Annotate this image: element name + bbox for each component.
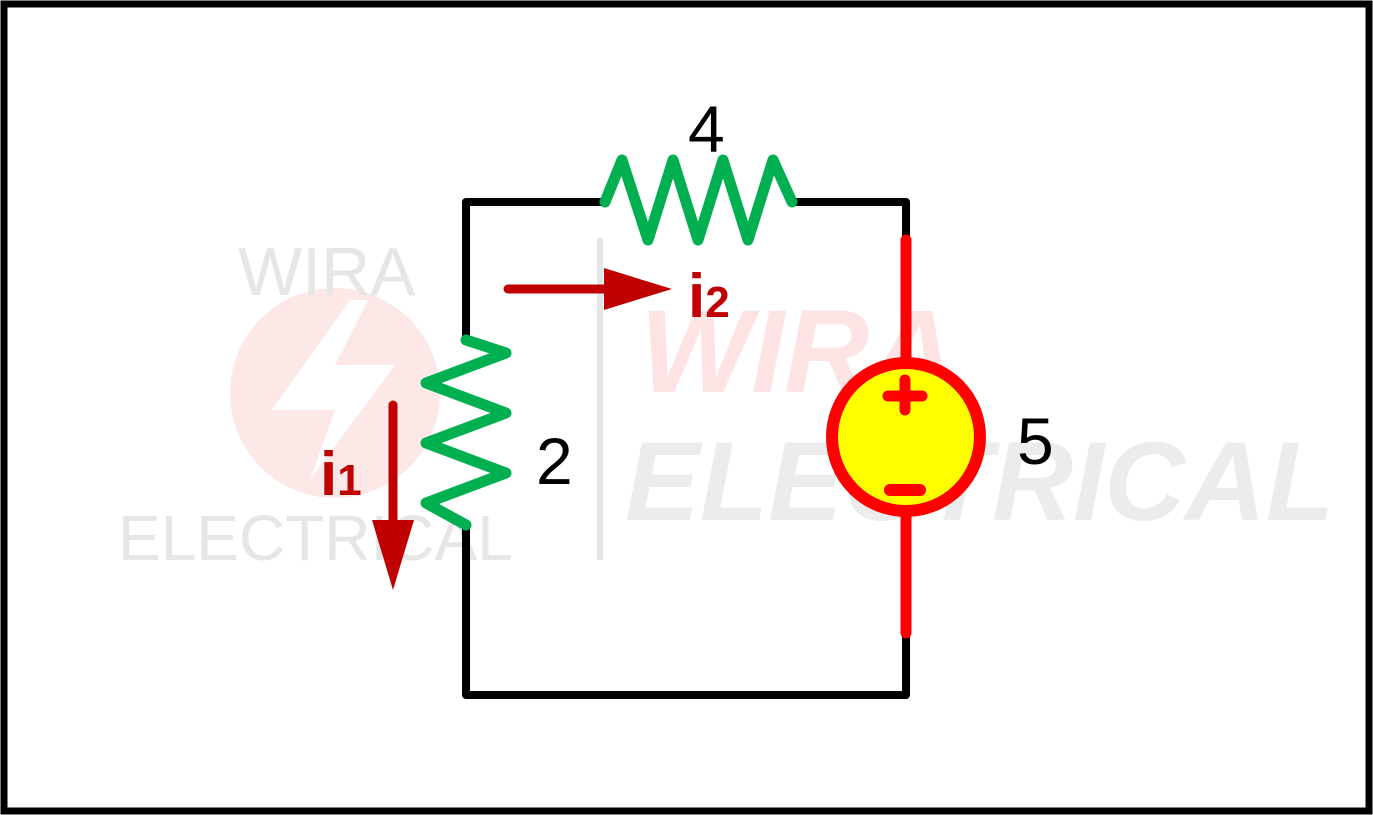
current-i1-arrow: [372, 400, 414, 590]
source-plus-icon: [882, 374, 928, 416]
wire-left-top: [462, 198, 609, 344]
i1-symbol: i: [320, 440, 337, 509]
i1-subscript: 1: [337, 456, 361, 505]
i2-arrow-head: [604, 268, 672, 310]
watermark-bolt-icon: [272, 300, 395, 480]
resistor-top-value: 4: [688, 92, 725, 166]
current-i1-label: i1: [320, 440, 362, 509]
current-i2-arrow: [503, 268, 672, 310]
current-i2-label: i2: [688, 262, 730, 331]
wire-bottom: [462, 521, 910, 699]
wire-top-right: [788, 198, 910, 242]
i2-symbol: i: [688, 262, 705, 331]
voltage-source: [826, 234, 986, 639]
resistor-left: [420, 334, 512, 531]
source-value: 5: [1017, 404, 1054, 478]
resistor-left-value: 2: [536, 424, 573, 498]
resistor-top: [599, 154, 798, 246]
source-circle: [826, 357, 986, 517]
i2-subscript: 2: [705, 278, 729, 327]
wires: [462, 198, 910, 699]
i1-arrow-head: [372, 520, 414, 590]
watermark-small-top: WIRA: [238, 234, 416, 310]
